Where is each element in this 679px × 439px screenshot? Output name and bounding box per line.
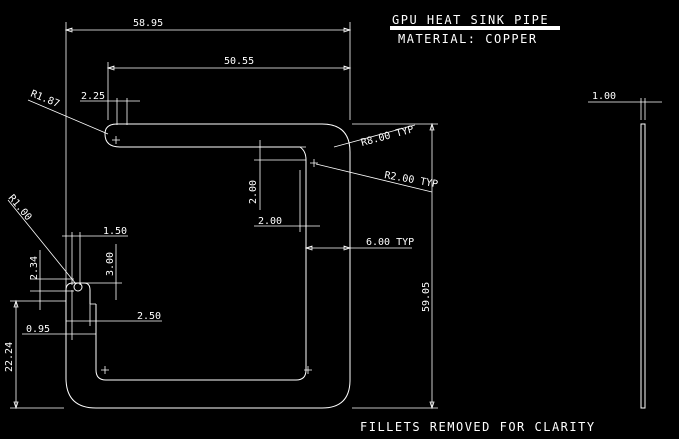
leader-r-inner (315, 163, 433, 193)
dim-tab-offset-label: 2.25 (81, 91, 105, 102)
title-underline (390, 26, 560, 30)
dim-234-label: 2.34 (29, 256, 40, 280)
dim-height-label: 59.05 (421, 282, 432, 312)
dim-095 (22, 290, 96, 340)
leader-r-left (27, 99, 109, 135)
dim-6-label: 6.00 TYP (366, 237, 414, 248)
dim-r-top-label: R8.00 TYP (360, 124, 415, 149)
dim-2v-label: 2.00 (248, 180, 259, 204)
dim-tab-offset (80, 98, 140, 125)
dim-overall-width (64, 22, 352, 300)
dim-6 (304, 245, 412, 251)
footer-note: FILLETS REMOVED FOR CLARITY (360, 420, 596, 434)
dim-250 (66, 300, 162, 326)
dim-overall-width-label: 58.95 (133, 18, 163, 29)
dim-2h (254, 170, 320, 232)
dim-234 (30, 250, 74, 310)
center-marks (101, 136, 318, 374)
dim-095-label: 0.95 (26, 324, 50, 335)
dim-150-label: 1.50 (103, 226, 127, 237)
dim-300 (84, 244, 122, 300)
dim-150 (62, 232, 128, 285)
dim-2h-label: 2.00 (258, 216, 282, 227)
leader-r-top (333, 124, 416, 148)
dim-inner-width-label: 50.55 (224, 56, 254, 67)
leader-r-small (7, 199, 77, 285)
dim-300-label: 3.00 (105, 252, 116, 276)
dim-r-small-label: R1.00 (6, 193, 34, 223)
dim-2224 (10, 299, 66, 410)
material-text: MATERIAL: COPPER (398, 32, 538, 46)
dim-2224-label: 22.24 (4, 342, 15, 372)
side-view (588, 98, 662, 409)
dim-inner-width (106, 62, 352, 120)
title-text: GPU HEAT SINK PIPE (392, 13, 549, 27)
dim-2v (254, 140, 306, 210)
dim-250-label: 2.50 (137, 311, 161, 322)
dim-height (352, 122, 438, 410)
dim-thickness-label: 1.00 (592, 91, 616, 102)
